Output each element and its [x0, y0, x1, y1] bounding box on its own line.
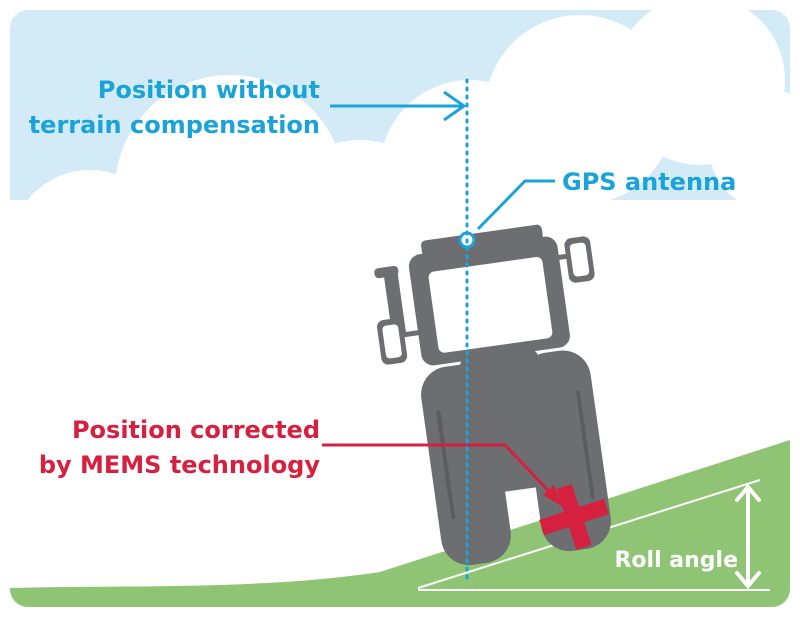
roll-angle-double-arrow: [735, 483, 761, 590]
sloped-ground: [10, 440, 790, 607]
gps-antenna-label: GPS antenna: [562, 168, 736, 196]
corrected-position-cross: [539, 484, 609, 550]
uncompensated-position-label-line2: terrain compensation: [29, 111, 320, 139]
roll-angle-label: Roll angle: [614, 548, 738, 573]
uncompensated-arrow-head: [443, 90, 467, 122]
corrected-arrow-head: [543, 485, 563, 507]
corrected-label-leader: [322, 443, 562, 505]
uncompensated-position-label-line1: Position without: [98, 76, 320, 104]
corrected-position-label-line1: Position corrected: [72, 416, 320, 444]
clouds: [10, 10, 790, 607]
corrected-position-label-line2: by MEMS technology: [39, 451, 321, 479]
tractor: [374, 224, 611, 566]
gps-antenna-leader: [476, 179, 555, 231]
